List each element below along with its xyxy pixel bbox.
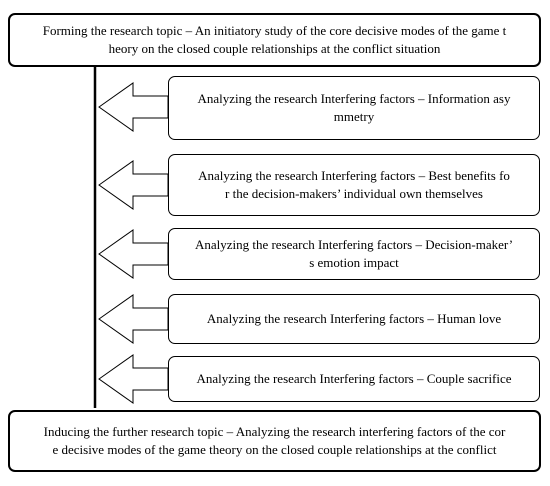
- left-arrow-icon: [98, 82, 169, 132]
- factor-box-human-love: Analyzing the research Interfering facto…: [168, 294, 540, 344]
- research-topic-box: Forming the research topic – An initiato…: [8, 13, 541, 67]
- factor-text: Analyzing the research Interfering facto…: [194, 237, 514, 270]
- factor-text: Analyzing the research Interfering facto…: [206, 311, 502, 326]
- left-arrow-icon: [98, 354, 169, 404]
- left-arrow-icon: [98, 160, 169, 210]
- left-arrow-icon: [98, 294, 169, 344]
- factor-text: Analyzing the research Interfering facto…: [198, 168, 510, 201]
- further-research-text: Inducing the further research topic – An…: [43, 424, 506, 457]
- further-research-box: Inducing the further research topic – An…: [8, 410, 541, 472]
- factor-box-emotion-impact: Analyzing the research Interfering facto…: [168, 228, 540, 280]
- factor-box-couple-sacrifice: Analyzing the research Interfering facto…: [168, 356, 540, 402]
- left-arrow-icon: [98, 229, 169, 279]
- factor-text: Analyzing the research Interfering facto…: [196, 371, 512, 386]
- factor-text: Analyzing the research Interfering facto…: [197, 91, 511, 124]
- factor-box-information-asymmetry: Analyzing the research Interfering facto…: [168, 76, 540, 140]
- factor-box-best-benefits: Analyzing the research Interfering facto…: [168, 154, 540, 216]
- research-topic-text: Forming the research topic – An initiato…: [42, 23, 507, 56]
